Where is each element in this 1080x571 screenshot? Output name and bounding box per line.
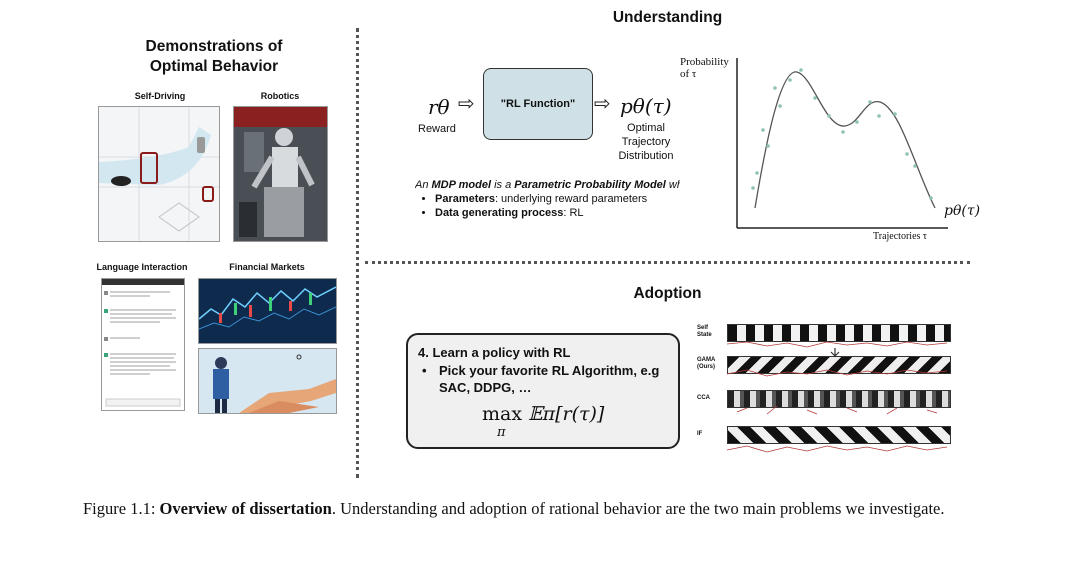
- output-label: Optimal Trajectory Distribution: [606, 121, 686, 163]
- adoption-title: Adoption: [633, 285, 702, 302]
- horizontal-divider: [365, 261, 970, 264]
- plot-ylabel: Probability of τ: [680, 56, 729, 80]
- left-title-line1: Demonstrations of: [145, 38, 283, 55]
- row-label-self-state: Self State: [697, 325, 712, 339]
- mdp-bullet-parameters: Parameters: underlying reward parameters: [435, 192, 682, 206]
- vertical-divider: [356, 28, 359, 478]
- rl-function-box: "RL Function": [483, 68, 593, 140]
- gama-l2: (Ours): [697, 364, 715, 370]
- left-panel-title: Demonstrations of Optimal Behavior: [120, 37, 308, 77]
- policy-bullet-line1: Pick your favorite RL Algorithm, e.g: [439, 363, 660, 378]
- policy-step: 4. Learn a policy with RL: [418, 345, 571, 360]
- plot-xlabel: Trajectories τ: [873, 231, 927, 242]
- mdp-suffix: wher: [668, 179, 680, 191]
- arrow-from-rl-icon: ⇨: [594, 93, 611, 115]
- robotics-image: [233, 106, 328, 242]
- strip-cca: [727, 390, 951, 408]
- label-robotics: Robotics: [260, 91, 300, 101]
- mdp-bold2: Parametric Probability Model: [514, 179, 666, 191]
- formula-body: 𝔼π[r(τ)]: [528, 403, 605, 425]
- output-label-line2: Trajectory: [621, 136, 671, 148]
- figure-caption: Figure 1.1: Overview of dissertation. Un…: [83, 497, 1003, 520]
- curve-label: pθ(τ): [944, 203, 981, 219]
- output-label-line3: Distribution: [618, 150, 674, 162]
- sample-points: [751, 68, 933, 200]
- rl-function-label: "RL Function": [500, 98, 576, 110]
- label-language: Language Interaction: [96, 262, 188, 272]
- mdp-description: An MDP model is a Parametric Probability…: [415, 179, 680, 191]
- understanding-title: Understanding: [612, 9, 723, 26]
- row-label-gama: GAMA (Ours): [697, 357, 715, 371]
- bullet-dot: •: [422, 363, 427, 378]
- reward-symbol: rθ: [428, 95, 450, 119]
- probability-plot: [736, 58, 948, 229]
- mdp-prefix: An: [415, 179, 432, 191]
- bullet1-bold: Parameters: [435, 193, 495, 205]
- label-finance: Financial Markets: [229, 262, 305, 272]
- output-label-line1: Optimal: [627, 122, 665, 134]
- bullet2-bold: Data generating process: [435, 207, 564, 219]
- policy-bullet: • Pick your favorite RL Algorithm, e.g S…: [422, 362, 659, 396]
- mdp-mid: is a: [491, 179, 515, 191]
- bullet1-rest: : underlying reward parameters: [494, 193, 648, 205]
- label-self-driving: Self-Driving: [134, 91, 186, 101]
- self-state-l2: State: [697, 332, 712, 338]
- policy-formula: max 𝔼π[r(τ)] π: [482, 403, 605, 440]
- caption-prefix: Figure 1.1:: [83, 499, 160, 518]
- financial-chart-image: [198, 278, 337, 344]
- arrow-to-rl-icon: ⇨: [458, 93, 475, 115]
- policy-box: 4. Learn a policy with RL • Pick your fa…: [406, 333, 680, 449]
- output-symbol: pθ(τ): [620, 94, 672, 118]
- mdp-bullets: Parameters: underlying reward parameters…: [417, 192, 682, 220]
- strip-gama: [727, 356, 951, 374]
- row-label-if: IF: [697, 431, 703, 437]
- strip-if: [727, 426, 951, 444]
- formula-max: max: [482, 403, 523, 425]
- row-label-cca: CCA: [697, 395, 710, 401]
- gama-l1: GAMA: [697, 357, 716, 363]
- plot-ylabel-line2: of τ: [680, 68, 697, 80]
- mdp-bullet-process: Data generating process: RL: [435, 206, 682, 220]
- caption-bold: Overview of dissertation: [159, 499, 332, 518]
- bullet2-rest: : RL: [563, 207, 584, 219]
- language-interaction-image: [101, 278, 185, 411]
- formula-sub: π: [497, 425, 506, 440]
- density-curve: [754, 71, 936, 209]
- reward-label: Reward: [418, 123, 456, 135]
- self-driving-image: [98, 106, 220, 242]
- left-title-line2: Optimal Behavior: [149, 58, 279, 75]
- mdp-bold1: MDP model: [431, 179, 492, 191]
- self-state-l1: Self: [697, 325, 709, 331]
- policy-bullet-line2: SAC, DDPG, …: [439, 380, 532, 395]
- trajectory-traces: [727, 341, 948, 453]
- strip-self-state: [727, 324, 951, 342]
- caption-rest: . Understanding and adoption of rational…: [331, 499, 945, 518]
- financial-person-image: [198, 348, 337, 414]
- plot-ylabel-line1: Probability: [680, 56, 729, 68]
